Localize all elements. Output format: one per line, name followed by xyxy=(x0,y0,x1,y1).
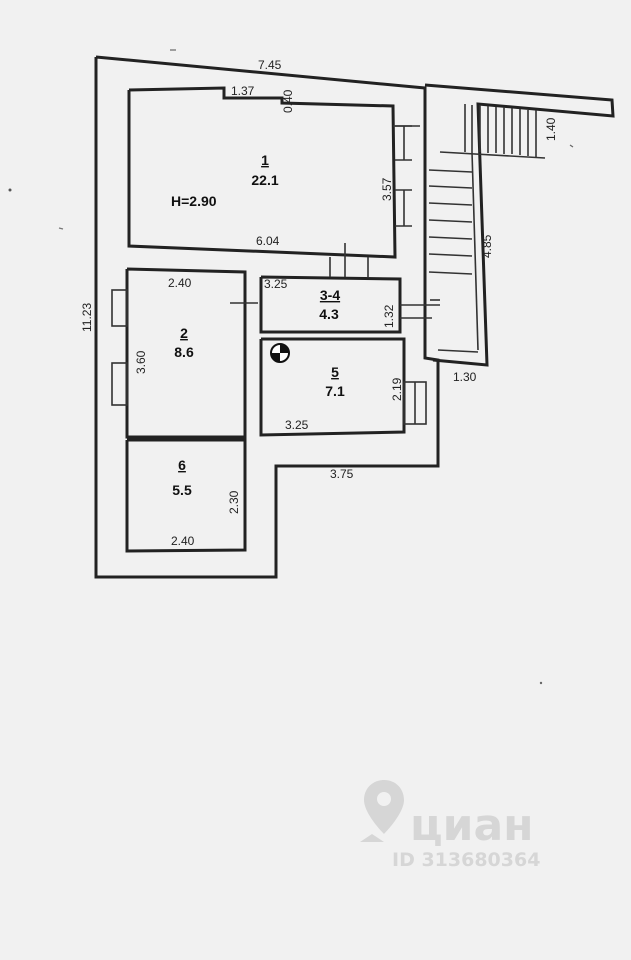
room-2 xyxy=(111,267,258,439)
dim-room1-bottom: 6.04 xyxy=(256,234,280,248)
dim-stair-side: 4.85 xyxy=(480,234,494,258)
dim-room34-right: 1.32 xyxy=(382,304,396,328)
room-area: 5.5 xyxy=(172,482,192,498)
dim-lower-width: 3.75 xyxy=(330,467,354,481)
dim-room2-left: 3.60 xyxy=(134,350,148,374)
cian-logo-icon xyxy=(360,780,404,842)
room-area: 7.1 xyxy=(325,383,345,399)
dim-stair-top: 1.40 xyxy=(544,117,558,141)
watermark-brand: циан xyxy=(410,800,534,851)
dim-room1-right: 3.57 xyxy=(380,177,394,201)
dim-room34-top: 3.25 xyxy=(264,277,288,291)
dim-room6-right: 2.30 xyxy=(227,490,241,514)
dim-left-height: 11.23 xyxy=(80,303,94,332)
room-number: 2 xyxy=(180,325,188,341)
dim-top-width: 7.45 xyxy=(258,58,282,72)
ceiling-height: H=2.90 xyxy=(171,193,217,209)
room-number: 5 xyxy=(331,364,339,380)
room-area: 4.3 xyxy=(319,306,339,322)
room-1 xyxy=(127,86,420,259)
gas-meter-icon xyxy=(270,343,290,363)
dimension-labels: 7.45 1.37 0.40 3.57 6.04 1.40 4.85 1.30 … xyxy=(80,58,558,548)
dim-niche-depth: 0.40 xyxy=(281,89,295,113)
staircase xyxy=(428,104,546,353)
room-number: 6 xyxy=(178,457,186,473)
room-3-4 xyxy=(259,243,440,334)
dim-niche-width: 1.37 xyxy=(231,84,255,98)
dim-stair-bottom: 1.30 xyxy=(453,370,477,384)
dim-room6-bottom: 2.40 xyxy=(171,534,195,548)
watermark-id: ID 313680364 xyxy=(392,849,540,871)
outer-walls xyxy=(94,55,615,579)
dim-room2-top: 2.40 xyxy=(168,276,192,290)
room-area: 22.1 xyxy=(251,172,278,188)
room-number: 1 xyxy=(261,152,269,168)
room-number: 3-4 xyxy=(320,287,340,303)
dim-room5-bottom: 3.25 xyxy=(285,418,309,432)
dim-room5-right: 2.19 xyxy=(390,377,404,401)
room-5 xyxy=(259,337,427,437)
watermark: циан ID 313680364 xyxy=(360,780,540,871)
room-labels: H=2.90 1 22.1 2 8.6 3-4 4.3 5 7.1 6 5.5 xyxy=(171,152,345,498)
stray-marks xyxy=(8,49,574,685)
room-6 xyxy=(125,438,247,553)
room-area: 8.6 xyxy=(174,344,194,360)
